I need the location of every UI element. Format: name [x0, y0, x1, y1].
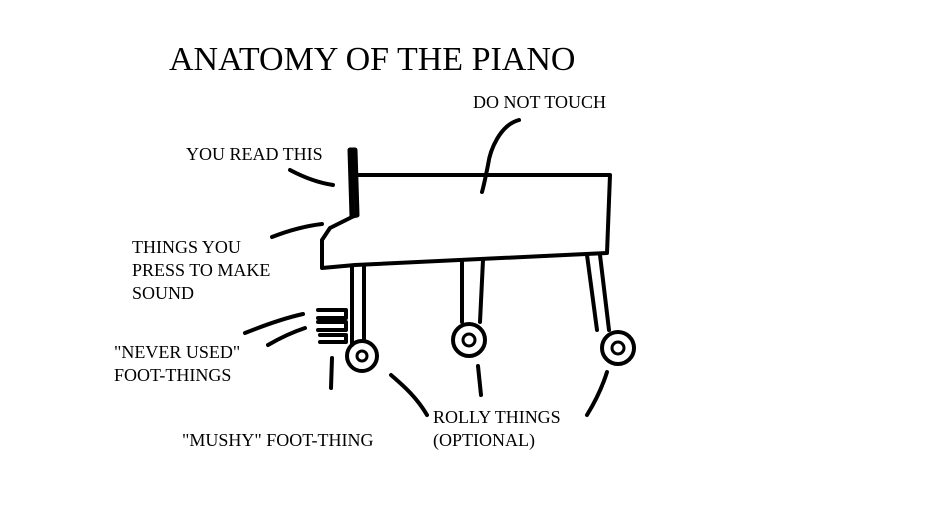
pointer-you-read-this — [288, 168, 335, 187]
pointer-mushy — [329, 356, 334, 390]
front-leg — [350, 264, 366, 347]
pointer-do-not-touch — [480, 118, 521, 194]
pointer-keys — [270, 222, 324, 239]
label-keys-line-2: PRESS TO MAKE — [132, 260, 270, 280]
caster-front — [345, 339, 379, 373]
piano — [316, 147, 636, 373]
diagram-title: ANATOMY OF THE PIANO — [169, 41, 575, 78]
middle-leg — [460, 258, 485, 324]
label-you-read-this: YOU READ THIS — [186, 144, 323, 164]
piano-lid — [353, 173, 612, 267]
label-never-used-line-1: "NEVER USED" — [114, 342, 240, 362]
pointer-never-used-1 — [243, 312, 305, 335]
caster-middle — [451, 322, 487, 358]
pointer-never-used-2 — [266, 326, 307, 347]
label-keys-line-3: SOUND — [132, 283, 194, 303]
pointer-rolly-left — [389, 373, 429, 417]
pointer-rolly-right — [585, 370, 609, 417]
rear-leg — [585, 253, 611, 332]
label-do-not-touch: DO NOT TOUCH — [473, 92, 606, 112]
label-rolly-line-1: ROLLY THINGS — [433, 407, 561, 427]
label-keys-line-1: THINGS YOU — [132, 237, 241, 257]
caster-rear — [600, 330, 636, 366]
music-stand — [347, 147, 360, 219]
keyboard — [320, 213, 358, 270]
pointer-rolly-mid — [476, 364, 483, 397]
pointer-lines — [243, 118, 609, 417]
pedals — [316, 308, 348, 344]
label-never-used-line-2: FOOT-THINGS — [114, 365, 231, 385]
label-mushy: "MUSHY" FOOT-THING — [182, 430, 374, 450]
label-rolly-line-2: (OPTIONAL) — [433, 430, 535, 451]
